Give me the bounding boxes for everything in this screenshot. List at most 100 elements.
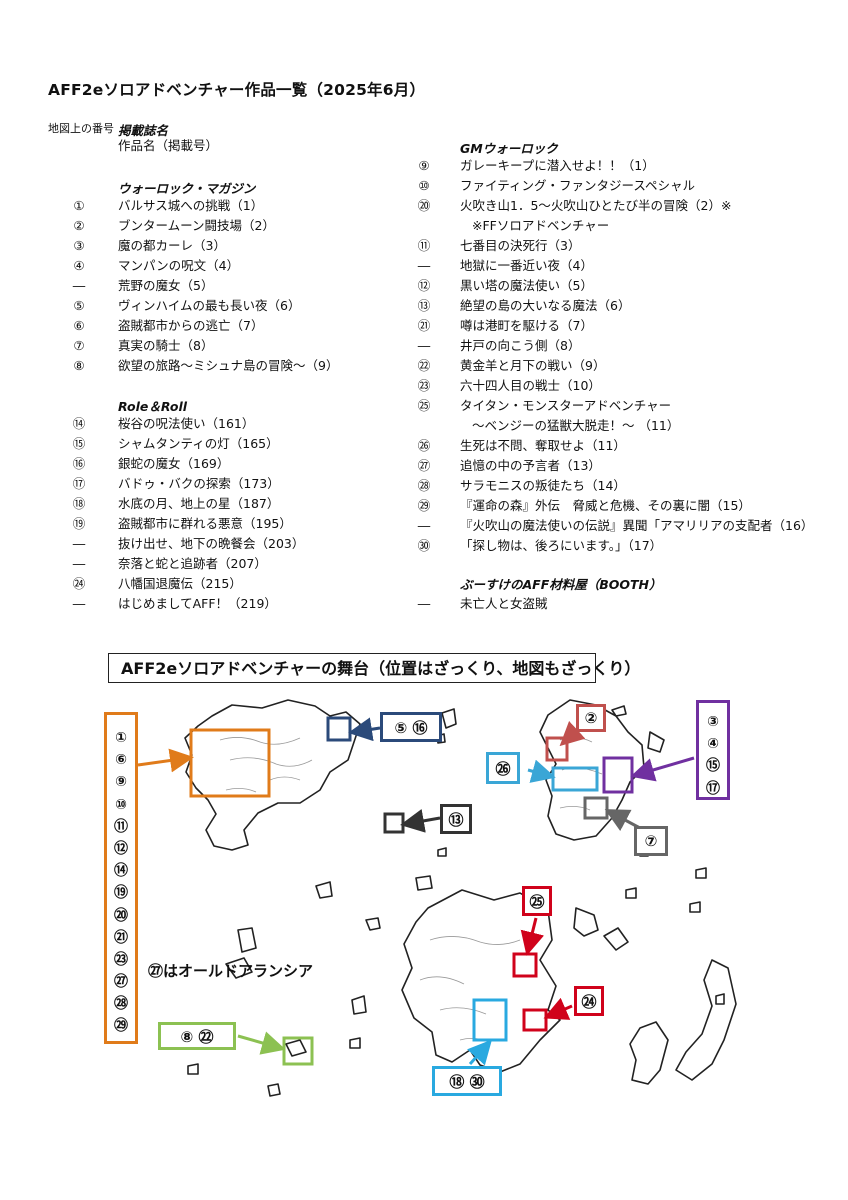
- map-label-number: ㉓: [114, 951, 128, 968]
- work-title-continuation: ～ベンジーの猛獣大脱走！～ （11）: [472, 418, 680, 433]
- work-title: 地獄に一番近い夜（4）: [460, 258, 593, 273]
- work-title: 八幡国退魔伝（215）: [118, 576, 242, 591]
- map-note: ㉗はオールドアランシア: [148, 962, 314, 980]
- work-title: 噂は港町を駆ける（7）: [460, 318, 593, 333]
- map-number: ㉑: [417, 318, 431, 333]
- map-label-number: ㉘: [114, 996, 128, 1013]
- islet: [689, 901, 701, 913]
- islet: [285, 1039, 307, 1057]
- region-red-right: [522, 1008, 548, 1032]
- island-east-chain: [675, 959, 737, 1081]
- region-sky: [472, 998, 508, 1042]
- map-label-number: ⑰: [706, 780, 720, 797]
- map-label-number: ⑥: [115, 752, 127, 769]
- map-number: ⑳: [417, 198, 431, 213]
- work-title: 黄金羊と月下の戦い（9）: [460, 358, 606, 373]
- work-title: ブンタームーン闘技場（2）: [118, 218, 275, 233]
- label-box-teal: ㉖: [486, 752, 520, 784]
- work-title: 桜谷の呪法使い（161）: [118, 416, 255, 431]
- islet: [415, 875, 433, 891]
- work-title: サラモニスの叛徒たち（14）: [460, 478, 626, 493]
- work-title: 銀蛇の魔女（169）: [118, 456, 230, 471]
- map-number: ―: [417, 596, 431, 611]
- work-title: 絶望の島の大いなる魔法（6）: [460, 298, 631, 313]
- map-number: ②: [73, 218, 85, 233]
- region-orange: [189, 728, 271, 798]
- magazine-column-label: 掲載誌名: [118, 123, 169, 138]
- islet: [267, 1083, 281, 1097]
- work-title-continuation: ※FFソロアドベンチャー: [472, 218, 610, 233]
- islet: [225, 957, 253, 979]
- map-number: ⑱: [72, 496, 86, 511]
- map-number: ④: [73, 258, 85, 273]
- map-number: ⑮: [72, 436, 86, 451]
- work-title: 欲望の旅路～ミシュナ島の冒険～（9）: [118, 358, 339, 373]
- map-number: ㉒: [417, 358, 431, 373]
- map-number: ⑫: [417, 278, 431, 293]
- map-label-number: ⑫: [114, 840, 128, 857]
- work-title: 六十四人目の戦士（10）: [460, 378, 601, 393]
- map-label-number: ④: [707, 736, 719, 753]
- map-number: ⑬: [417, 298, 431, 313]
- map-number: ⑰: [72, 476, 86, 491]
- work-title: マンパンの呪文（4）: [118, 258, 240, 273]
- map-number: ―: [72, 556, 86, 571]
- work-title: 「探し物は、後ろにいます。」（17）: [460, 538, 663, 553]
- islet: [715, 993, 725, 1005]
- region-ink: [383, 812, 405, 834]
- islet: [349, 1037, 361, 1049]
- work-title: 荒野の魔女（5）: [118, 278, 214, 293]
- map-number: ⑩: [418, 178, 430, 193]
- work-title: ヴィンハイムの最も長い夜（6）: [118, 298, 301, 313]
- islet: [437, 847, 447, 857]
- work-title: 魔の都カーレ（3）: [118, 238, 226, 253]
- map-label-number: ⑲: [114, 885, 128, 902]
- region-green: [282, 1036, 314, 1066]
- island-khul-e2: [611, 705, 627, 717]
- island-east-chain2: [629, 1021, 669, 1085]
- map-number: ⑥: [73, 318, 85, 333]
- work-title: 未亡人と女盗賊: [460, 596, 548, 611]
- region-navy: [326, 716, 352, 742]
- region-teal: [551, 766, 599, 792]
- islet: [625, 887, 637, 899]
- map-number: ―: [417, 338, 431, 353]
- work-title: ファイティング・ファンタジースペシャル: [460, 178, 696, 193]
- map-number-column-label: 地図上の番号: [48, 122, 114, 135]
- region-purple: [602, 756, 634, 794]
- map-number: ㉗: [417, 458, 431, 473]
- map-number: ―: [72, 596, 86, 611]
- map-number: ⑯: [72, 456, 86, 471]
- work-title: 奈落と蛇と追跡者（207）: [118, 556, 267, 571]
- work-title: はじめましてAFF！（219）: [118, 596, 277, 611]
- region-brick: [545, 736, 569, 762]
- magazine-gm-warlock: GMウォーロック: [460, 141, 558, 156]
- label-box-red-right: ㉔: [574, 986, 604, 1016]
- work-title: 『火吹山の魔法使いの伝説』異聞「アマリリアの支配者（16）: [460, 518, 814, 533]
- map-label-number: ㉗: [114, 974, 128, 991]
- islet: [237, 927, 257, 953]
- label-box-gray: ⑦: [634, 826, 668, 856]
- work-title: 抜け出せ、地下の晩餐会（203）: [118, 536, 305, 551]
- map-number: ―: [417, 258, 431, 273]
- map-label-number: ⑭: [114, 863, 128, 880]
- magazine-booth: ぶーすけのAFF材料屋（BOOTH）: [460, 577, 662, 592]
- map-label-number: ⑨: [115, 774, 127, 791]
- map-number: ―: [417, 518, 431, 533]
- work-title: 盗賊都市に群れる悪意（195）: [118, 516, 292, 531]
- islet: [695, 867, 707, 879]
- map-number: ㉙: [417, 498, 431, 513]
- map-number: ①: [73, 198, 85, 213]
- map-number: ⑭: [72, 416, 86, 431]
- map-number: ―: [72, 536, 86, 551]
- map-number: ⑦: [73, 338, 85, 353]
- label-box-sky: ⑱ ㉚: [432, 1066, 502, 1096]
- work-title: 『運命の森』外伝 脅威と危機、その裏に闇（15）: [460, 498, 751, 513]
- map-label-number: ①: [115, 730, 127, 746]
- map-number: ―: [72, 278, 86, 293]
- magazine-role-and-roll: Role＆Roll: [118, 399, 188, 414]
- work-title: シャムタンティの灯（165）: [118, 436, 279, 451]
